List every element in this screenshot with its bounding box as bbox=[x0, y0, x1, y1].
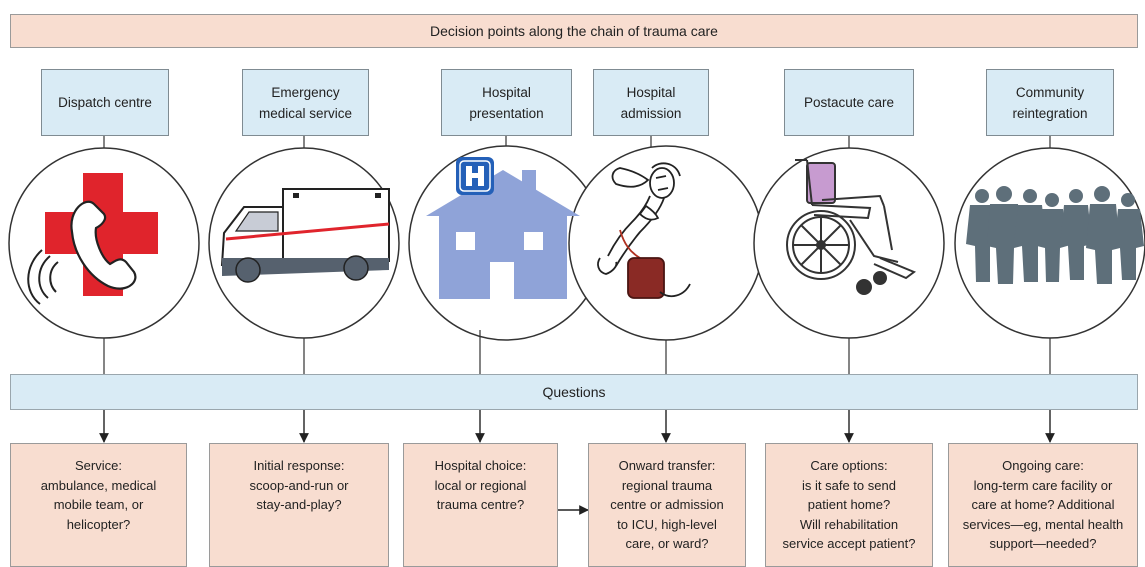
answer-box-service: Service: ambulance, medical mobile team,… bbox=[10, 443, 187, 567]
stage-label-dispatch-centre: Dispatch centre bbox=[41, 69, 169, 136]
people-silhouettes-icon bbox=[966, 186, 1144, 284]
ambulance-icon bbox=[220, 188, 390, 283]
stage-label-postacute-care: Postacute care bbox=[784, 69, 914, 136]
answer-box-care-options: Care options: is it safe to send patient… bbox=[765, 443, 933, 567]
circle-to-questions-connectors bbox=[103, 330, 1051, 374]
stage-label-community-reintegration: Community reintegration bbox=[986, 69, 1114, 136]
stage-label-hospital-presentation: Hospital presentation bbox=[441, 69, 572, 136]
answer-box-hospital-choice: Hospital choice: local or regional traum… bbox=[403, 443, 558, 567]
diagram-title: Decision points along the chain of traum… bbox=[10, 14, 1138, 48]
hospital-building-icon bbox=[426, 157, 580, 299]
stage-label-emergency-medical-service: Emergency medical service bbox=[242, 69, 369, 136]
answer-box-onward-transfer: Onward transfer: regional trauma centre … bbox=[588, 443, 746, 567]
label-connectors bbox=[103, 136, 1051, 153]
stage-label-hospital-admission: Hospital admission bbox=[593, 69, 709, 136]
patient-transfusion-icon bbox=[597, 162, 691, 299]
answer-box-initial-response: Initial response: scoop-and-run or stay-… bbox=[209, 443, 389, 567]
wheelchair-icon bbox=[786, 159, 917, 295]
telephone-red-cross-icon bbox=[27, 173, 158, 305]
questions-bar: Questions bbox=[10, 374, 1138, 410]
answer-box-ongoing-care: Ongoing care: long-term care facility or… bbox=[948, 443, 1138, 567]
question-arrows bbox=[99, 410, 1055, 515]
